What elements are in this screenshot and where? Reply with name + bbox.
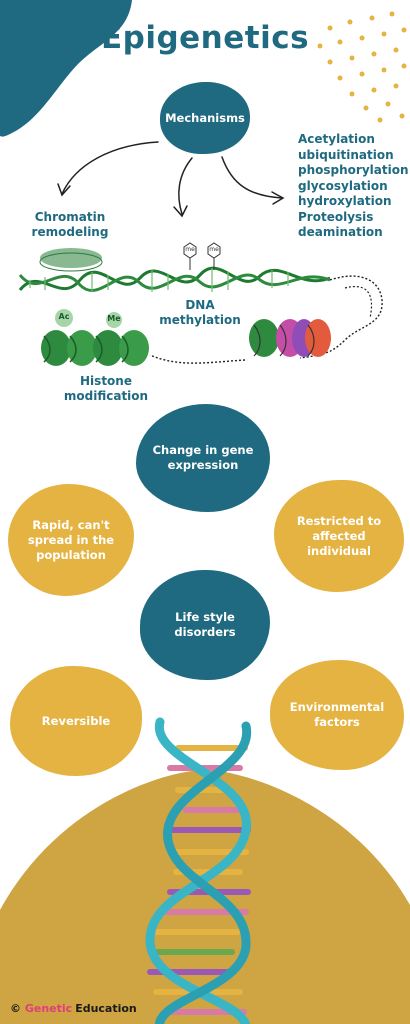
lifestyle-node: Life style disorders bbox=[140, 570, 270, 680]
rapid-node: Rapid, can't spread in the population bbox=[8, 484, 134, 596]
mechanisms-label: Mechanisms bbox=[165, 110, 245, 125]
reversible-node: Reversible bbox=[10, 666, 142, 776]
brand-part-2: Education bbox=[75, 1002, 137, 1015]
acetyl-tag: Ac bbox=[58, 312, 70, 321]
arrow-to-chromatin bbox=[61, 141, 159, 195]
arrow-to-modifications bbox=[221, 156, 283, 199]
dna-helix bbox=[18, 266, 383, 364]
methyl-tag: Me bbox=[107, 314, 121, 323]
mod-item: Acetylation bbox=[298, 132, 375, 146]
chromatin-disc bbox=[39, 248, 103, 272]
chromatin-label: Chromatin remodeling bbox=[31, 210, 109, 239]
bottom-hill bbox=[0, 770, 410, 1024]
mechanisms-node: Mechanisms bbox=[160, 82, 250, 154]
change-node: Change in gene expression bbox=[136, 404, 270, 512]
corner-blob bbox=[0, 0, 132, 137]
me-tag: me bbox=[209, 246, 219, 253]
mod-item: deamination bbox=[298, 225, 383, 239]
dot-pattern bbox=[317, 11, 407, 123]
environmental-node: Environmental factors bbox=[270, 660, 404, 770]
arrows bbox=[57, 141, 285, 218]
dna-methylation-label: DNA methylation bbox=[159, 298, 241, 327]
colored-nucleosomes bbox=[249, 319, 331, 357]
mod-item: Proteolysis bbox=[298, 209, 374, 224]
me-tag: me bbox=[185, 246, 195, 253]
modification-list: Acetylation ubiquitination phosphorylati… bbox=[298, 132, 408, 241]
histone-nucleosomes bbox=[41, 309, 149, 366]
restricted-node: Restricted to affected individual bbox=[274, 480, 404, 592]
mod-item: ubiquitination bbox=[298, 147, 394, 162]
histone-label: Histone modification bbox=[63, 374, 149, 403]
mod-item: hydroxylation bbox=[298, 194, 392, 208]
brand-part-1: Genetic bbox=[24, 1002, 73, 1015]
arrow-to-dna bbox=[178, 157, 193, 215]
page-title: Epigenetics bbox=[100, 20, 310, 56]
methyl-tags bbox=[183, 242, 221, 270]
mod-item: glycosylation bbox=[298, 178, 388, 193]
vertical-dna-helix bbox=[145, 717, 252, 1024]
copyright-symbol: © bbox=[10, 1002, 21, 1015]
mod-item: phosphorylation bbox=[298, 163, 409, 177]
